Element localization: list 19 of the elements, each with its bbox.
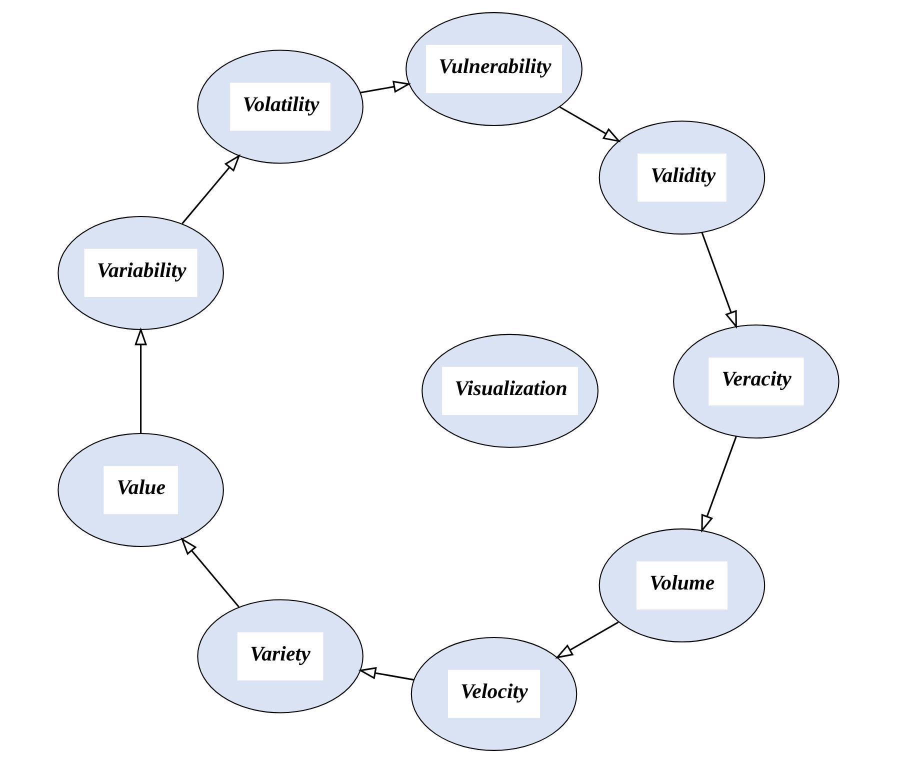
arrow bbox=[134, 327, 148, 434]
arrow bbox=[358, 666, 414, 681]
node-ellipse: Vulnerability bbox=[406, 12, 582, 126]
arrow bbox=[555, 622, 619, 659]
node-ellipse: Volume bbox=[598, 528, 766, 642]
arrow bbox=[182, 154, 241, 224]
node-ellipse: Variety bbox=[197, 599, 364, 714]
node-ellipse: Veracity bbox=[673, 324, 840, 438]
arrow bbox=[180, 537, 240, 608]
node-ellipse: Variability bbox=[58, 216, 224, 330]
node-ellipse: Value bbox=[58, 433, 224, 547]
arrow bbox=[701, 436, 737, 533]
arrow bbox=[360, 80, 412, 94]
node-ellipse: Velocity bbox=[410, 636, 578, 751]
node-ellipse: Validity bbox=[598, 120, 766, 235]
node-ellipse: Visualization bbox=[422, 334, 599, 448]
arrow bbox=[559, 106, 621, 142]
arrow bbox=[701, 232, 737, 329]
node-ellipse: Volatility bbox=[197, 50, 364, 164]
